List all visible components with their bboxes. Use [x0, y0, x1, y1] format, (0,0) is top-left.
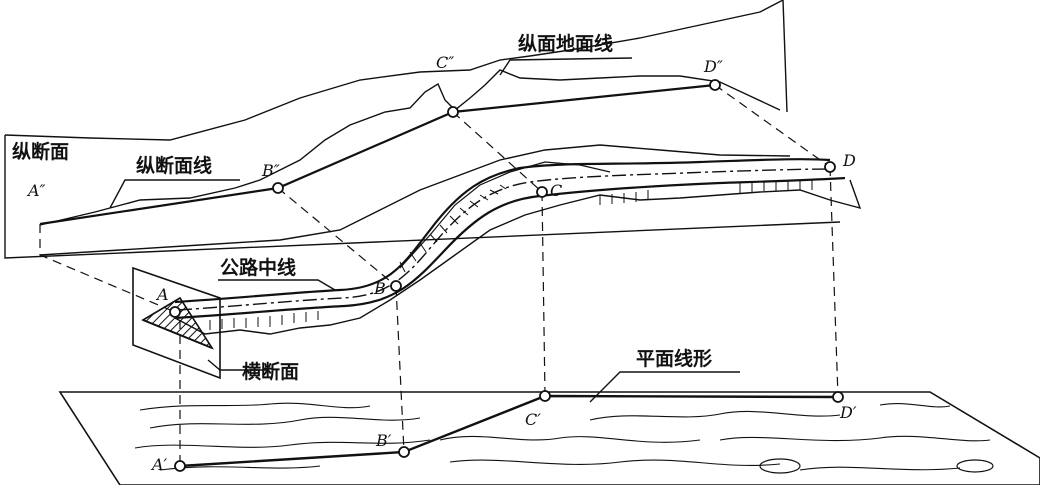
point-b-d [398, 446, 410, 458]
label-longitudinal-ground-line: 纵面地面线 [518, 32, 613, 55]
label-cross-section: 横断面 [242, 360, 299, 383]
label-d-dd: D″ [703, 57, 723, 76]
label-b-dd: B″ [261, 161, 280, 180]
label-c: C [550, 181, 562, 200]
points [169, 79, 844, 472]
label-b-d: B′ [375, 431, 392, 450]
label-b: B [373, 279, 386, 298]
text-labels: 纵面地面线 纵断面 纵断面线 公路中线 横断面 平面线形 [12, 32, 712, 383]
point-c-dd [447, 106, 459, 118]
point-labels: A″ B″ C″ D″ A B C D A′ B′ C′ D′ [26, 53, 857, 474]
label-c-dd: C″ [436, 53, 454, 72]
point-d-dd [709, 79, 721, 91]
point-c [536, 186, 548, 198]
point-a [169, 306, 181, 318]
label-longitudinal-profile-line: 纵断面线 [136, 154, 212, 177]
label-d-d: D′ [839, 403, 857, 422]
point-a-d [174, 460, 186, 472]
label-plan-alignment: 平面线形 [636, 347, 712, 370]
plan-map-plane [58, 391, 1040, 486]
leader-lines [109, 57, 740, 403]
road-surface [174, 158, 862, 335]
label-c-d: C′ [525, 410, 541, 429]
cross-section-plane [132, 266, 221, 380]
point-d [824, 161, 836, 173]
label-road-centerline: 公路中线 [220, 256, 296, 279]
longitudinal-profile-line [39, 83, 716, 226]
point-c-d [539, 390, 551, 402]
label-a-d: A′ [150, 455, 168, 474]
label-a: A [155, 285, 169, 304]
label-a-dd: A″ [26, 181, 46, 200]
longitudinal-section-plane [4, 0, 841, 259]
point-b-dd [272, 182, 284, 194]
label-longitudinal-section: 纵断面 [12, 140, 69, 163]
point-b [390, 280, 402, 292]
label-d: D [842, 151, 856, 170]
projection-lines [39, 84, 839, 466]
point-d-d [832, 391, 844, 403]
